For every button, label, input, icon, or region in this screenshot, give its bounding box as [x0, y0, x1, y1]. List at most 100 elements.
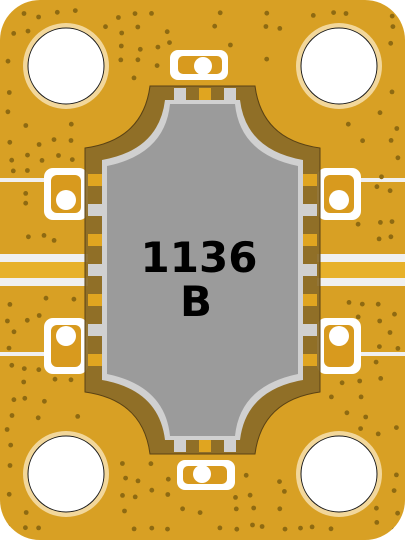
via-dot — [234, 526, 240, 532]
pin-right — [299, 204, 317, 216]
via-dot — [217, 10, 223, 16]
test-pad-right-lower — [317, 318, 361, 374]
via-dot — [343, 11, 349, 16]
via-dot — [282, 526, 288, 532]
via-dot — [120, 461, 125, 466]
chip-part-number: 1136 — [141, 233, 258, 282]
via-dot — [395, 155, 401, 161]
via-dot — [42, 398, 47, 404]
via-dot — [36, 313, 42, 318]
via-dot — [376, 236, 382, 242]
via-dot — [243, 472, 249, 478]
right-signal-trace — [317, 262, 405, 278]
via-dot — [391, 488, 397, 493]
mounting-hole-top-left — [23, 23, 109, 109]
via-dot — [346, 300, 352, 305]
via-dot — [360, 138, 365, 144]
via-dot — [9, 157, 15, 163]
via-dot — [132, 494, 138, 500]
test-pad-left-lower — [44, 318, 88, 374]
pin-left — [88, 264, 106, 276]
via-dot — [390, 24, 396, 29]
via-dot — [264, 56, 270, 62]
via-dot — [373, 359, 379, 365]
via-dot — [374, 184, 380, 190]
pin-left — [88, 234, 106, 246]
via-dot — [394, 126, 400, 131]
via-dot — [375, 431, 381, 437]
via-dot — [119, 30, 125, 36]
via-dot — [250, 522, 255, 528]
left-signal-trace — [0, 262, 88, 278]
pin-right — [299, 324, 317, 336]
via-dot — [264, 10, 270, 16]
via-dot — [54, 9, 60, 15]
via-dot — [233, 506, 239, 512]
via-dot — [35, 415, 41, 421]
via-dot — [6, 90, 12, 95]
test-pad-bottom — [177, 460, 235, 490]
package-body — [107, 104, 298, 436]
via-dot — [5, 58, 11, 64]
via-dot — [375, 301, 381, 307]
via-dot — [103, 24, 108, 30]
pin-right — [299, 354, 317, 366]
mounting-hole-bottom-left — [23, 431, 109, 517]
via-dot — [344, 410, 350, 416]
via-dot — [132, 11, 138, 16]
via-dot — [389, 13, 395, 19]
via-dot — [36, 142, 42, 147]
via-dot — [377, 110, 383, 116]
via-dot — [387, 330, 393, 335]
via-dot — [122, 508, 127, 514]
via-dot — [25, 28, 31, 34]
via-dot — [357, 378, 363, 384]
via-dot — [25, 168, 30, 173]
via-dot — [167, 40, 172, 45]
via-dot — [149, 11, 154, 16]
via-dot — [135, 478, 141, 484]
via-dot — [154, 63, 160, 68]
mounting-hole-top-right — [296, 23, 382, 109]
via-dot — [389, 89, 395, 95]
via-dot — [116, 15, 121, 20]
via-dot — [23, 200, 29, 206]
pin-right — [299, 174, 317, 186]
via-dots — [4, 8, 401, 533]
pin-left — [88, 354, 106, 366]
right-upper-isolation-line — [357, 178, 405, 182]
via-dot — [282, 489, 287, 494]
via-dot — [363, 414, 369, 420]
test-pad-top — [170, 50, 228, 80]
via-dot — [23, 191, 29, 196]
via-dot — [5, 524, 10, 529]
via-dot — [149, 525, 155, 531]
via-dot — [358, 426, 363, 431]
via-dot — [392, 311, 397, 317]
via-dot — [355, 314, 361, 320]
via-dot — [6, 491, 12, 497]
via-dot — [197, 510, 203, 515]
via-dot — [5, 318, 10, 324]
via-dot — [43, 295, 49, 301]
via-dot — [377, 318, 383, 324]
via-dot — [69, 157, 75, 163]
via-dot — [233, 495, 238, 500]
via-dot — [251, 505, 257, 511]
via-dot — [39, 158, 45, 163]
via-dot — [394, 425, 399, 430]
test-pad-right-upper — [317, 168, 361, 220]
via-dot — [378, 376, 384, 381]
via-dot — [212, 23, 218, 29]
via-dot — [388, 138, 394, 143]
via-dot — [23, 123, 29, 128]
via-dot — [149, 487, 155, 493]
via-dot — [339, 380, 345, 386]
via-dot — [328, 526, 334, 532]
via-dot — [118, 57, 124, 63]
via-dot — [165, 476, 171, 482]
pin-left — [88, 174, 106, 186]
via-dot — [331, 10, 336, 16]
via-dot — [395, 510, 400, 516]
via-dot — [9, 413, 15, 418]
